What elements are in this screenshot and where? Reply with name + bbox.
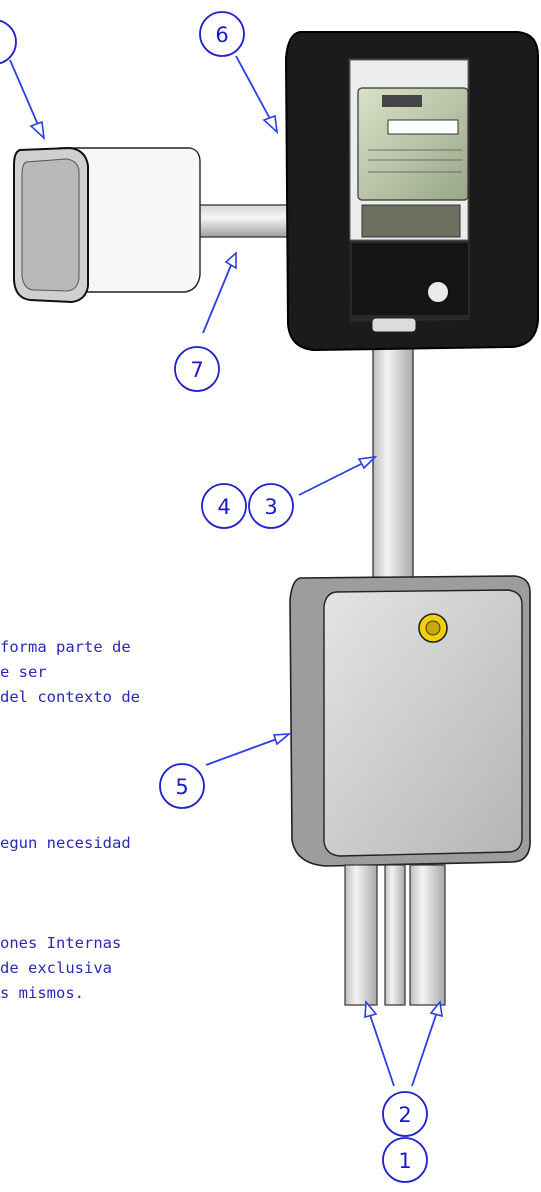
leader-lines <box>9 55 443 1087</box>
side-junction-box <box>13 146 291 304</box>
notes-block: forma parte de e ser del contexto de egu… <box>0 638 140 1002</box>
callout-1-label: 1 <box>398 1149 411 1173</box>
note-line-2: e ser <box>0 663 47 681</box>
meter-box <box>284 31 539 352</box>
note-line-3: del contexto de <box>0 688 140 706</box>
callout-3-label: 3 <box>264 495 277 519</box>
callout-4: 4 <box>201 483 247 529</box>
note-line-7: s mismos. <box>0 984 84 1002</box>
note-line-5: ones Internas <box>0 934 121 952</box>
note-line-6: de exclusiva <box>0 959 112 977</box>
callout-3: 3 <box>248 483 294 529</box>
callout-2: 2 <box>382 1091 428 1137</box>
vertical-conduit <box>372 344 414 586</box>
callout-4-label: 4 <box>217 495 230 519</box>
grey-junction-box <box>289 575 531 867</box>
callout-2-label: 2 <box>398 1103 411 1127</box>
note-line-1: forma parte de <box>0 638 131 656</box>
energy-meter <box>357 87 469 238</box>
callout-6-label: 6 <box>215 23 228 47</box>
callout-6: 6 <box>199 11 245 57</box>
callout-7-label: 7 <box>190 358 203 382</box>
meter-box-screw <box>426 280 450 304</box>
callout-5-label: 5 <box>175 775 188 799</box>
callout-5: 5 <box>159 763 205 809</box>
callout-1: 1 <box>382 1137 428 1183</box>
callout-7: 7 <box>174 346 220 392</box>
callout-top-left <box>0 19 17 65</box>
bottom-conduits <box>344 864 446 1006</box>
note-line-4: egun necesidad <box>0 834 131 852</box>
